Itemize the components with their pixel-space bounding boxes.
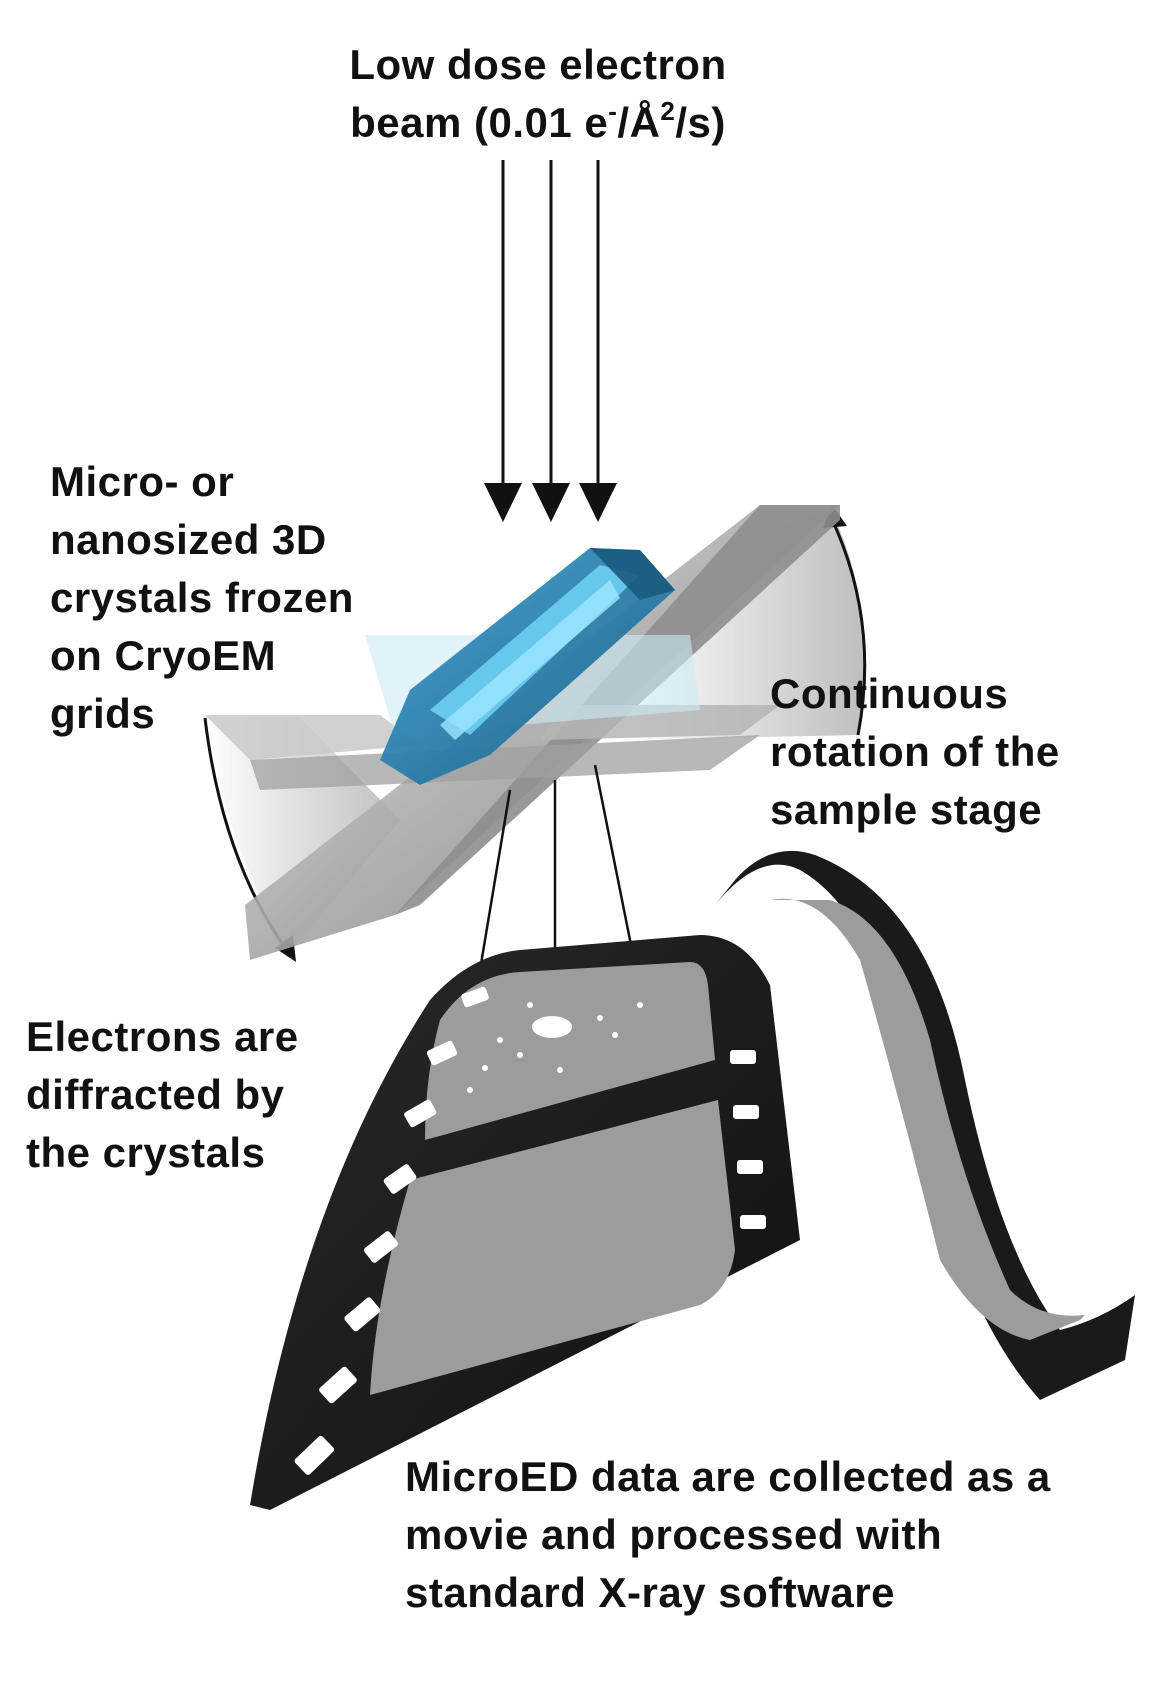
diffraction-spot-icon [482, 1065, 488, 1071]
beam-label-text: beam (0.01 e [350, 99, 609, 146]
diffraction-spot-icon [497, 1037, 503, 1043]
sprocket-holes [294, 986, 489, 1475]
crystal-icon [365, 548, 700, 785]
beam-label-line1: Low dose electron [349, 41, 727, 88]
crystals-label-line: crystals frozen [50, 574, 354, 621]
beam-arrow-icon [484, 483, 522, 522]
diffraction-pattern [467, 1002, 643, 1093]
rotation-label: Continuous rotation of the sample stage [770, 665, 1060, 839]
rotation-arrow-icon [828, 514, 867, 736]
diffraction-spot-icon [557, 1067, 563, 1073]
diffraction-spot-icon [637, 1002, 643, 1008]
diffraction-label: Electrons are diffracted by the crystals [26, 1008, 299, 1182]
rotation-label-line: rotation of the [770, 728, 1060, 775]
diffraction-label-line: Electrons are [26, 1013, 299, 1060]
beam-arrow-icon [532, 483, 570, 522]
beam-label: Low dose electron beam (0.01 e-/Å2/s) [318, 36, 758, 152]
diffraction-spot-icon [467, 1087, 473, 1093]
movie-label-line: MicroED data are collected as a [405, 1453, 1051, 1500]
beam-label-sup: 2 [660, 96, 676, 126]
diffraction-spot-icon [517, 1052, 523, 1058]
diffraction-label-line: the crystals [26, 1129, 266, 1176]
incident-beam [484, 160, 617, 522]
diffraction-label-line: diffracted by [26, 1071, 285, 1118]
crystals-label-line: nanosized 3D [50, 516, 327, 563]
beam-label-text: /s) [675, 99, 726, 146]
diffraction-spot-icon [532, 1016, 572, 1038]
beam-label-text: /Å [617, 99, 661, 146]
crystals-label-line: Micro- or [50, 458, 235, 505]
crystals-label: Micro- or nanosized 3D crystals frozen o… [50, 453, 354, 743]
diffraction-spot-icon [527, 1002, 533, 1008]
movie-label-line: movie and processed with [405, 1511, 943, 1558]
movie-label: MicroED data are collected as a movie an… [405, 1448, 1051, 1622]
crystals-label-line: on CryoEM [50, 632, 277, 679]
film-frame [370, 1100, 735, 1395]
movie-label-line: standard X-ray software [405, 1569, 895, 1616]
rotation-label-line: sample stage [770, 786, 1043, 833]
rotation-label-line: Continuous [770, 670, 1009, 717]
diffraction-spot-icon [612, 1032, 618, 1038]
diffraction-spot-icon [597, 1015, 603, 1021]
beam-label-sup: - [608, 96, 618, 126]
beam-label-line2: beam (0.01 e-/Å2/s) [318, 94, 758, 152]
film-strip-icon [250, 850, 1135, 1510]
beam-arrow-icon [579, 483, 617, 522]
crystals-label-line: grids [50, 690, 156, 737]
